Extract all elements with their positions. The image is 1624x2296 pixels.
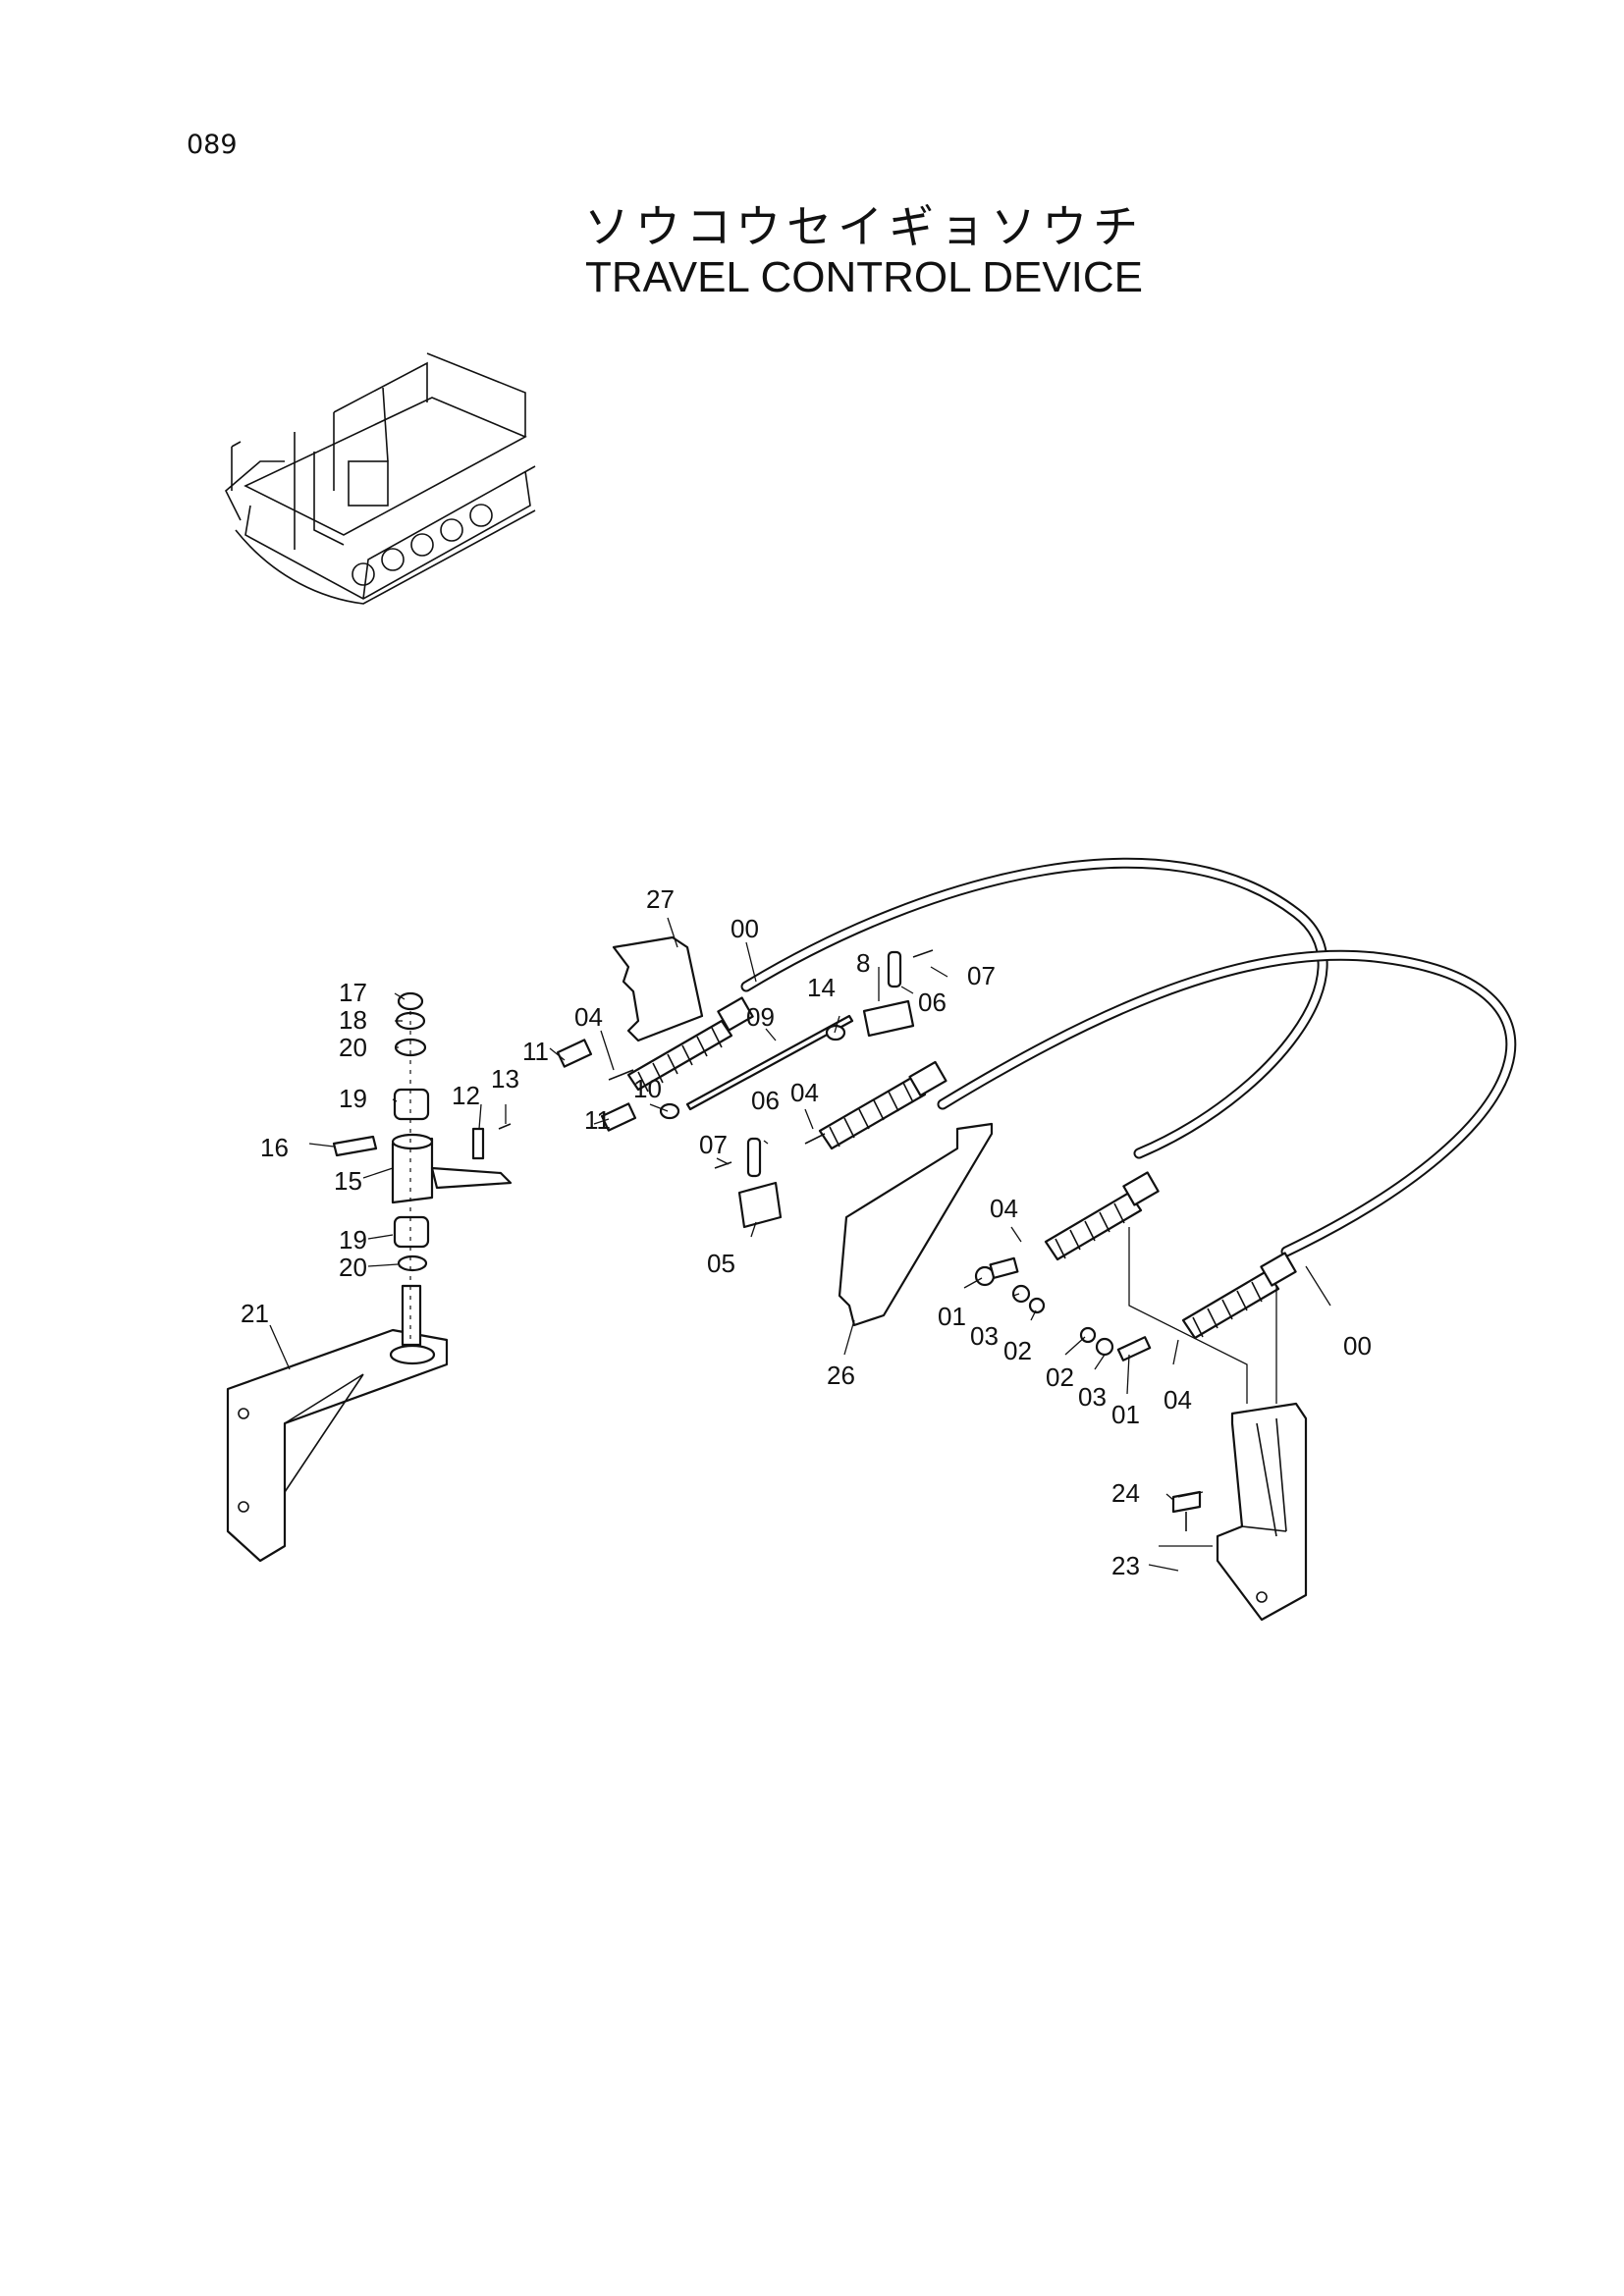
callout-04-left: 04 [574, 1002, 603, 1032]
bracket-21 [226, 1328, 449, 1563]
callout-03-left: 03 [970, 1321, 999, 1351]
callout-09: 09 [746, 1002, 775, 1032]
cable-end-lower-b [1181, 1252, 1297, 1340]
page-number: 089 [187, 130, 238, 160]
callout-00-lower: 00 [1343, 1331, 1372, 1361]
callout-labels: 27 00 8 07 14 06 09 04 17 18 20 19 11 13… [241, 884, 1372, 1580]
callout-14: 14 [807, 973, 836, 1002]
pivot-assembly [332, 991, 513, 1365]
rod-04-left [608, 1069, 634, 1081]
callout-18: 18 [339, 1005, 367, 1035]
title-japanese: ソウコウセイギョソウチ [583, 200, 1145, 253]
cable-end-lower-a [1044, 1171, 1160, 1261]
callout-04-lower: 04 [990, 1194, 1018, 1223]
callout-00-upper: 00 [731, 914, 759, 943]
callout-24: 24 [1111, 1478, 1140, 1508]
callout-07-right: 07 [967, 961, 996, 990]
callout-27: 27 [646, 884, 675, 914]
bracket-23 [1216, 1402, 1308, 1622]
callout-10: 10 [633, 1074, 662, 1103]
callout-05: 05 [707, 1249, 735, 1278]
bracket-26 [838, 1122, 994, 1327]
callout-15: 15 [334, 1166, 362, 1196]
callout-23: 23 [1111, 1551, 1140, 1580]
cable-end-upper-mid [818, 1060, 947, 1150]
callout-02-left: 02 [1003, 1336, 1032, 1365]
callout-02-right: 02 [1046, 1362, 1074, 1392]
cable-lower [937, 949, 1517, 1257]
callout-06-mid: 06 [751, 1086, 780, 1115]
callout-12: 12 [452, 1081, 480, 1110]
cable-end-upper-left [626, 996, 754, 1093]
callout-21: 21 [241, 1299, 269, 1328]
cable-upper [740, 857, 1328, 1159]
callout-07-mid: 07 [699, 1130, 728, 1159]
callout-20-top: 20 [339, 1033, 367, 1062]
callout-19-bottom: 19 [339, 1225, 367, 1255]
callout-01-right: 01 [1111, 1400, 1140, 1429]
callout-13: 13 [491, 1064, 519, 1094]
callout-leaders [269, 917, 1331, 1572]
callout-01-left: 01 [938, 1302, 966, 1331]
callout-17: 17 [339, 978, 367, 1007]
callout-16: 16 [260, 1133, 289, 1162]
callout-8: 8 [856, 948, 870, 978]
bracket-27 [612, 935, 704, 1042]
callout-03-right: 03 [1078, 1382, 1107, 1412]
callout-26: 26 [827, 1361, 855, 1390]
callout-20-bottom: 20 [339, 1253, 367, 1282]
rod-04-mid [804, 1133, 826, 1145]
callout-11-bottom: 11 [584, 1105, 611, 1135]
callout-11-top: 11 [522, 1037, 549, 1066]
callout-19-top: 19 [339, 1084, 367, 1113]
callout-06-right: 06 [918, 988, 947, 1017]
rod-09 [685, 1014, 854, 1111]
title-english: TRAVEL CONTROL DEVICE [584, 253, 1144, 301]
small-parts [471, 949, 1202, 1531]
callout-04-mid: 04 [790, 1078, 819, 1107]
callout-04-right: 04 [1164, 1385, 1192, 1415]
vehicle-thumbnail [225, 352, 536, 605]
